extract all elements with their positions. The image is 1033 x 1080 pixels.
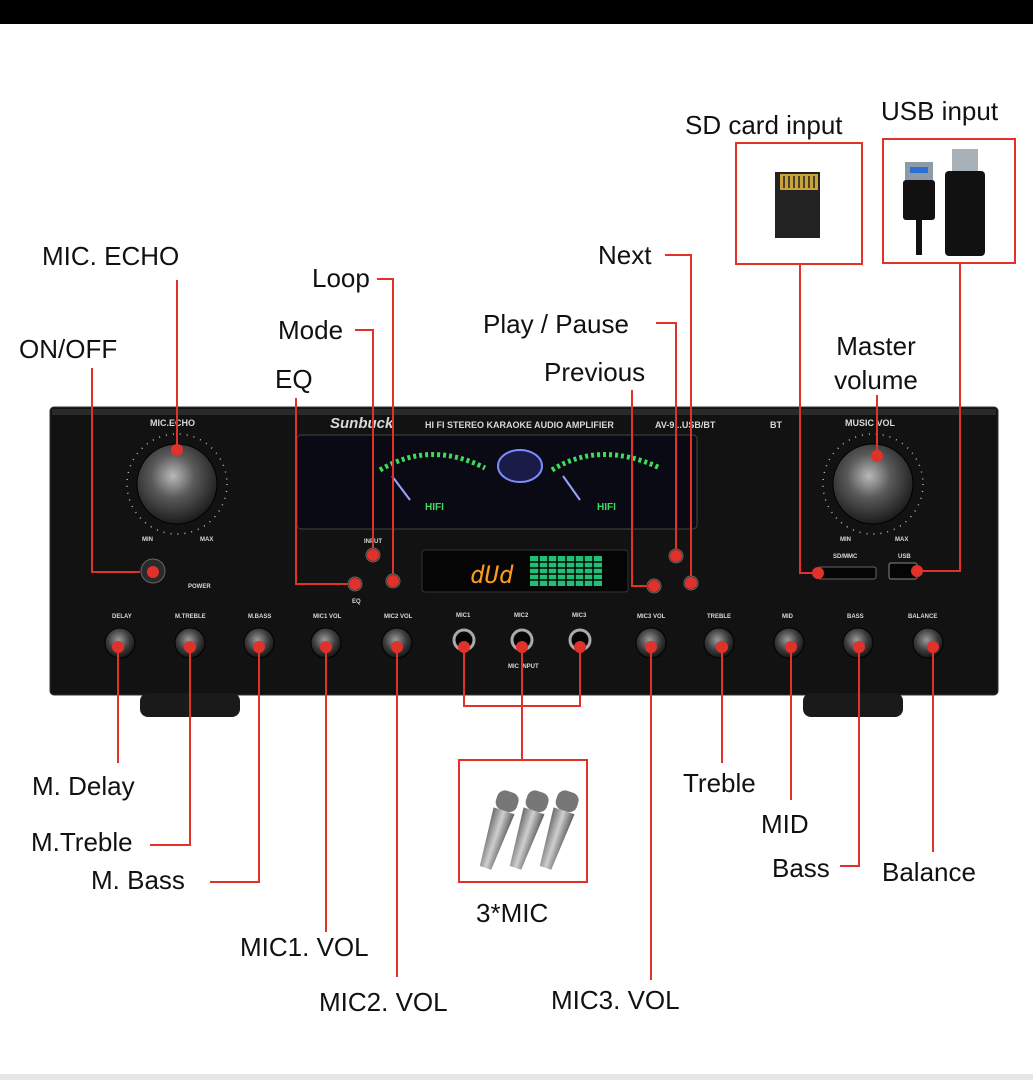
right-foot	[803, 693, 903, 717]
leader-next	[665, 254, 692, 576]
mic3-panel-label: MIC3	[572, 613, 587, 619]
display-readout: dUd	[470, 561, 514, 589]
mic1-panel-label: MIC1	[456, 613, 471, 619]
right-meter-needle	[562, 475, 581, 501]
echo-min-label: MIN	[142, 537, 153, 543]
mic2-panel-label: MIC2	[514, 613, 529, 619]
leader-lines	[91, 254, 961, 980]
hifi-left: HIFI	[425, 502, 444, 513]
usb-stick-icon	[945, 149, 985, 256]
brand-logo: Sunbuck	[330, 415, 394, 432]
callout-mic1-vol: MIC1. VOL	[240, 932, 369, 962]
callout-loop: Loop	[312, 263, 370, 293]
small-knob-labels: DELAY M.TREBLE M.BASS MIC1 VOL MIC2 VOL …	[112, 614, 937, 620]
knob-label-delay: DELAY	[112, 614, 132, 620]
eq-panel-label: EQ	[352, 599, 361, 605]
callout-master-volume: Master volume	[824, 330, 928, 398]
leader-play-pause	[656, 322, 677, 549]
callout-m-bass: M. Bass	[91, 865, 185, 895]
callout-bass: Bass	[772, 853, 830, 883]
vu-meter-display	[296, 434, 698, 530]
callout-usb-input: USB input	[881, 96, 999, 126]
echo-max-label: MAX	[200, 537, 213, 543]
sd-card-slot[interactable]	[817, 566, 877, 580]
leader-usb	[917, 264, 961, 572]
callout-m-treble: M.Treble	[31, 827, 133, 857]
echo-scale	[126, 433, 228, 535]
leader-loop	[377, 278, 394, 574]
callout-mic3-vol: MIC3. VOL	[551, 985, 680, 1015]
callout-on-off: ON/OFF	[19, 334, 118, 364]
mic-input-panel-label: MIC INPUT	[508, 664, 539, 670]
callout-m-delay: M. Delay	[32, 771, 135, 801]
knob-label-bass: BASS	[847, 614, 864, 620]
left-meter-needle	[391, 475, 411, 501]
knob-label-m-treble: M.TREBLE	[175, 614, 206, 620]
knob-label-mid: MID	[782, 614, 794, 620]
callout-sd-card-input: SD card input	[685, 110, 843, 140]
vol-min-label: MIN	[840, 537, 851, 543]
knob-label-mic3-vol: MIC3 VOL	[637, 614, 666, 620]
microphone-icons	[479, 790, 579, 870]
power-panel-label: POWER	[188, 584, 211, 590]
model-number: AV-9...USB/BT	[655, 420, 716, 430]
callout-treble: Treble	[683, 768, 756, 798]
volume-scale	[822, 433, 924, 535]
callout-mic2-vol: MIC2. VOL	[319, 987, 448, 1017]
callout-next: Next	[598, 240, 652, 270]
callout-mid: MID	[761, 809, 809, 839]
master-volume-line2: volume	[834, 364, 918, 395]
master-volume-line1: Master	[836, 331, 916, 361]
music-volume-knob[interactable]	[832, 443, 914, 525]
mic-echo-panel-label: MIC.ECHO	[150, 418, 195, 428]
spectrum-bars	[530, 556, 602, 586]
sd-mmc-panel-label: SD/MMC	[833, 554, 858, 560]
callout-play-pause: Play / Pause	[483, 309, 629, 339]
usb-panel-label: USB	[898, 554, 911, 560]
leader-m-bass	[210, 647, 260, 883]
knob-label-balance: BALANCE	[908, 614, 937, 620]
sd-card-icon	[775, 172, 820, 238]
balance-knob[interactable]	[912, 627, 944, 659]
usb-cable-icon	[903, 162, 935, 255]
callout-mic-echo: MIC. ECHO	[42, 241, 180, 271]
left-meter-arc	[378, 452, 487, 473]
top-bar	[0, 0, 1033, 24]
panel-top-edge	[52, 409, 996, 415]
leader-mode	[355, 329, 374, 548]
knob-label-m-bass: M.BASS	[248, 614, 271, 620]
hifi-right: HIFI	[597, 502, 616, 513]
mic-jacks: MIC1 MIC2 MIC3 MIC INPUT	[452, 613, 592, 670]
callout-balance: Balance	[882, 857, 976, 887]
bt-badge: BT	[770, 420, 782, 430]
knob-label-treble: TREBLE	[707, 614, 731, 620]
leader-previous	[631, 390, 647, 587]
leader-eq	[295, 398, 348, 585]
center-logo-badge	[497, 449, 543, 483]
vol-max-label: MAX	[895, 537, 908, 543]
knob-label-mic1-vol: MIC1 VOL	[313, 614, 342, 620]
leader-on-off	[91, 368, 140, 573]
model-title: HI FI STEREO KARAOKE AUDIO AMPLIFIER	[425, 420, 614, 430]
callout-three-mic: 3*MIC	[476, 898, 549, 928]
leader-dots	[112, 444, 939, 653]
leader-bass	[840, 647, 860, 867]
music-vol-panel-label: MUSIC VOL	[845, 418, 896, 428]
callout-mode: Mode	[278, 315, 344, 345]
knob-label-mic2-vol: MIC2 VOL	[384, 614, 413, 620]
leader-m-treble	[150, 647, 191, 846]
bottom-bar	[0, 1074, 1033, 1080]
callout-previous: Previous	[544, 357, 646, 387]
callout-eq: EQ	[275, 364, 313, 394]
